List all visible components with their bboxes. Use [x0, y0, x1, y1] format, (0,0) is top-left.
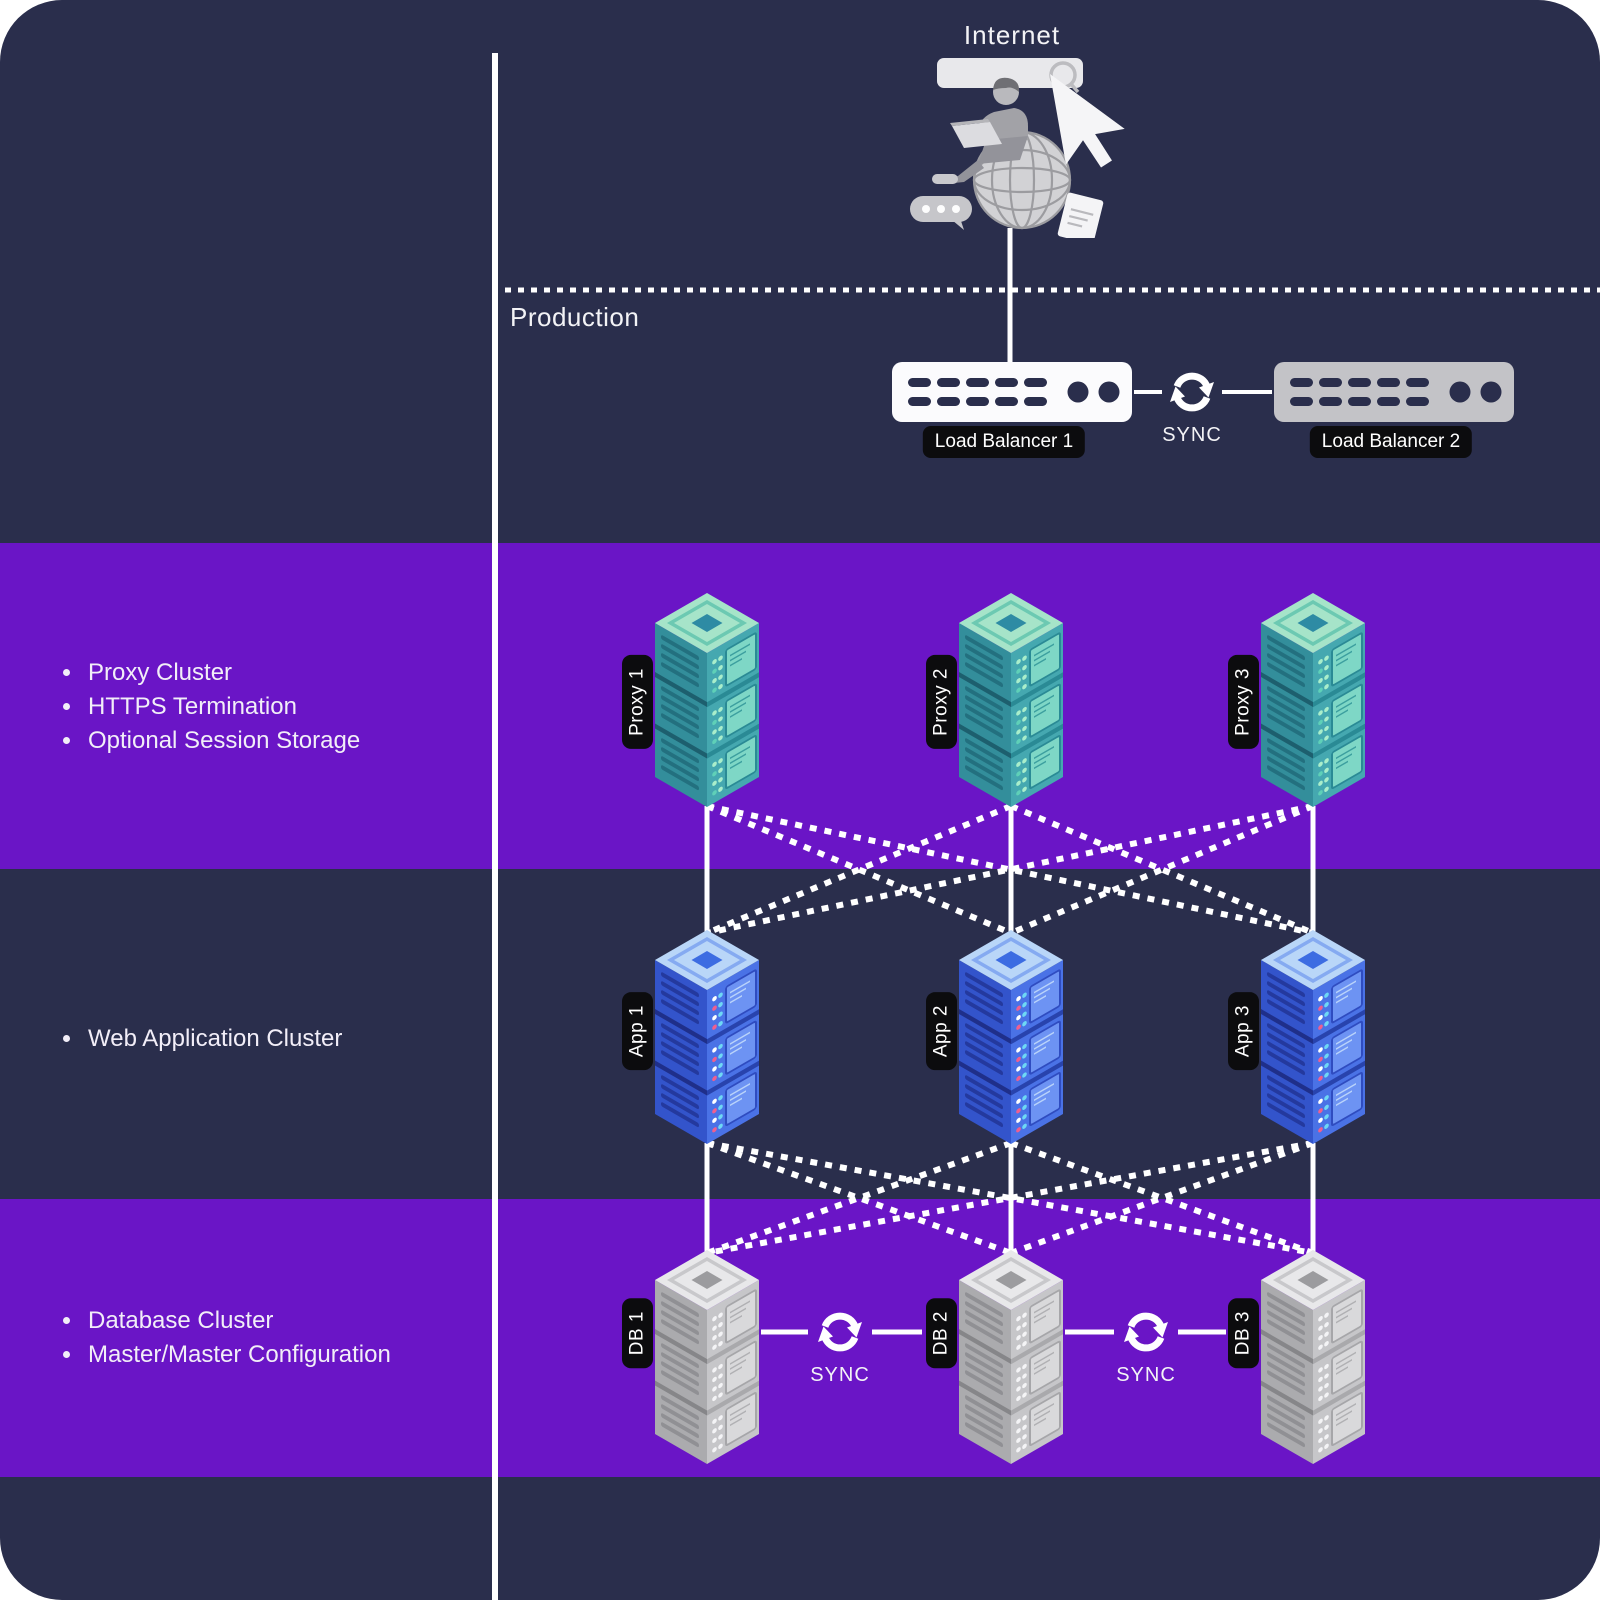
server-tower-icon	[655, 930, 759, 1146]
server-tower-icon	[1261, 593, 1365, 809]
server-app-3: App 3	[1228, 930, 1365, 1146]
server-label: App 1	[622, 992, 653, 1071]
db-sync-1-icon	[812, 1304, 868, 1360]
load-balancer-1-label: Load Balancer 1	[922, 426, 1086, 458]
server-label: Proxy 3	[1228, 655, 1259, 749]
proxy-tier-legend: Proxy Cluster HTTPS Termination Optional…	[42, 656, 360, 758]
production-label: Production	[510, 302, 640, 332]
load-balancer-1	[892, 362, 1132, 422]
server-app-1: App 1	[622, 930, 759, 1146]
server-proxy-1: Proxy 1	[622, 593, 759, 809]
legend-item: Proxy Cluster	[84, 656, 360, 690]
server-tower-icon	[655, 1250, 759, 1466]
web-tier-legend: Web Application Cluster	[42, 1022, 342, 1056]
document-icon	[1057, 192, 1104, 238]
server-app-2: App 2	[926, 930, 1063, 1146]
load-balancer-icon	[892, 362, 1132, 422]
internet-illustration	[910, 58, 1125, 238]
server-label: App 2	[926, 992, 957, 1071]
server-tower-icon	[1261, 1250, 1365, 1466]
db-sync-1-label: SYNC	[810, 1364, 870, 1386]
legend-item: Optional Session Storage	[84, 724, 360, 758]
cursor-icon	[1050, 74, 1125, 168]
legend-item: Master/Master Configuration	[84, 1338, 391, 1372]
server-proxy-2: Proxy 2	[926, 593, 1063, 809]
legend-item: Web Application Cluster	[84, 1022, 342, 1056]
server-tower-icon	[959, 1250, 1063, 1466]
server-db-1: DB 1	[622, 1250, 759, 1466]
db-sync-2-icon	[1118, 1304, 1174, 1360]
lb-sync-label: SYNC	[1162, 424, 1222, 446]
person-figure	[932, 77, 1028, 184]
chat-bubble-icon	[910, 196, 972, 230]
timeline-separator-line	[492, 53, 498, 1600]
internet-label: Internet	[963, 20, 1061, 50]
load-balancer-icon	[1274, 362, 1514, 422]
db-sync-2-label: SYNC	[1116, 1364, 1176, 1386]
server-label: Proxy 2	[926, 655, 957, 749]
server-label: DB 1	[622, 1298, 653, 1369]
server-db-2: DB 2	[926, 1250, 1063, 1466]
server-tower-icon	[959, 930, 1063, 1146]
server-proxy-3: Proxy 3	[1228, 593, 1365, 809]
legend-item: HTTPS Termination	[84, 690, 360, 724]
load-balancer-2	[1274, 362, 1514, 422]
server-label: DB 2	[926, 1298, 957, 1369]
server-tower-icon	[959, 593, 1063, 809]
server-tower-icon	[655, 593, 759, 809]
lb-sync-icon	[1164, 364, 1220, 420]
legend-item: Database Cluster	[84, 1304, 391, 1338]
server-label: App 3	[1228, 992, 1259, 1071]
load-balancer-2-label: Load Balancer 2	[1309, 426, 1473, 458]
db-tier-legend: Database Cluster Master/Master Configura…	[42, 1304, 391, 1372]
server-label: DB 3	[1228, 1298, 1259, 1369]
server-label: Proxy 1	[622, 655, 653, 749]
server-tower-icon	[1261, 930, 1365, 1146]
server-db-3: DB 3	[1228, 1250, 1365, 1466]
